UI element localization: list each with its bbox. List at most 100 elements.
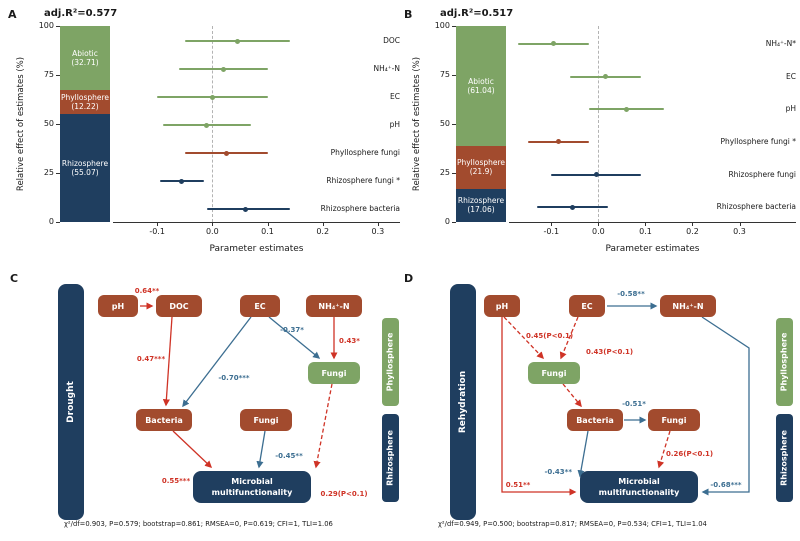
y-tick-label: 0 bbox=[444, 217, 450, 226]
x-tick-label: 0.3 bbox=[733, 227, 746, 236]
edge-ec-bacteria bbox=[182, 316, 252, 408]
edge-nh4-multifunctionality bbox=[701, 316, 750, 496]
condition-label: Rehydration bbox=[458, 371, 468, 433]
y-tick-mark bbox=[56, 124, 60, 125]
estimate-point bbox=[602, 74, 608, 80]
row-label: DOC bbox=[383, 36, 400, 46]
condition-label: Drought bbox=[66, 380, 76, 422]
rhizosphere-tab-label: Rhizosphere bbox=[780, 430, 789, 486]
estimate-point bbox=[555, 139, 561, 145]
x-tick-mark bbox=[212, 223, 214, 226]
node-ec-label: EC bbox=[581, 302, 592, 311]
y-tick-label: 25 bbox=[439, 168, 450, 177]
path-coefficient: -0.45** bbox=[275, 452, 303, 460]
estimate-point bbox=[234, 38, 240, 44]
rhizosphere-tab-label: Rhizosphere bbox=[386, 430, 395, 486]
phyllosphere-tab-label: Phyllosphere bbox=[780, 332, 789, 391]
estimate-point bbox=[223, 150, 229, 156]
y-tick-label: 75 bbox=[439, 70, 450, 79]
node-fungi-rhizosphere bbox=[648, 409, 700, 431]
path-coefficient: 0.45(P<0.1) bbox=[526, 332, 573, 340]
node-ec-label: EC bbox=[254, 302, 265, 311]
row-label: Rhizosphere fungi bbox=[728, 169, 796, 179]
y-tick-mark bbox=[452, 26, 456, 27]
bar-segment-value: (61.04) bbox=[467, 85, 495, 95]
bar-segment-name: Rhizosphere bbox=[61, 159, 109, 168]
path-coefficient: 0.47*** bbox=[137, 355, 166, 363]
node-nh4 bbox=[306, 295, 362, 317]
panel-b: B adj.R²=0.517 Relative effect of estima… bbox=[404, 6, 796, 264]
estimate-point bbox=[624, 106, 630, 112]
y-tick-label: 100 bbox=[38, 21, 54, 30]
phyllosphere-tab-label: Phyllosphere bbox=[386, 332, 395, 391]
edge-ec-fungi-phyllosphere bbox=[268, 316, 321, 359]
node-doc-label: DOC bbox=[169, 302, 188, 311]
x-tick-mark bbox=[377, 223, 379, 226]
row-label: NH₄⁺-N* bbox=[765, 38, 796, 48]
y-tick-label: 100 bbox=[434, 21, 450, 30]
node-fungi-rhizosphere-label: Fungi bbox=[254, 416, 279, 425]
row-label: Phyllosphere fungi * bbox=[720, 136, 796, 146]
y-axis: 100 75 50 25 0 bbox=[404, 6, 464, 264]
bar-segment-value: (17.06) bbox=[467, 205, 495, 215]
x-tick-label: -0.1 bbox=[543, 227, 560, 236]
edge-ph-fungi-phyllosphere bbox=[503, 316, 544, 360]
bar-segment-name: Phyllosphere bbox=[456, 158, 506, 168]
row-label: Rhizosphere bacteria bbox=[716, 202, 796, 212]
edge-fungi-phyllosphere-multifunctionality bbox=[313, 383, 333, 469]
panel-c: C Drought pH DOC EC NH₄⁺-N Fungi Bacteri… bbox=[8, 268, 402, 538]
estimate-point bbox=[220, 66, 226, 72]
node-ec bbox=[569, 295, 605, 317]
x-tick-mark bbox=[157, 223, 159, 226]
stacked-bar: Abiotic(61.04)Phyllosphere(21.9)Rhizosph… bbox=[456, 26, 506, 222]
x-tick-mark bbox=[645, 223, 647, 226]
estimate-point bbox=[570, 204, 576, 210]
estimate-point bbox=[593, 172, 599, 178]
row-label: NH₄⁺-N bbox=[373, 64, 400, 74]
edge-ph-multifunctionality bbox=[501, 317, 577, 496]
x-tick-label: 0.3 bbox=[371, 227, 385, 236]
node-bacteria bbox=[136, 409, 192, 431]
path-coefficient: -0.51* bbox=[622, 400, 646, 408]
bar-segment-name: Abiotic bbox=[468, 76, 494, 86]
node-fungi-phyllosphere-label: Fungi bbox=[542, 369, 567, 378]
bar-segment-phyllosphere: Phyllosphere(21.9) bbox=[456, 145, 506, 189]
path-coefficient: -0.58** bbox=[617, 290, 645, 298]
y-tick-mark bbox=[56, 75, 60, 76]
edge-fungi-phyllosphere-bacteria bbox=[562, 383, 582, 408]
node-ph bbox=[98, 295, 138, 317]
node-bacteria bbox=[567, 409, 623, 431]
bar-segment-rhizosphere: Rhizosphere(17.06) bbox=[456, 188, 506, 222]
x-axis-label: Parameter estimates bbox=[605, 244, 700, 254]
edge-doc-bacteria bbox=[162, 316, 173, 407]
panel-a: A adj.R²=0.577 Relative effect of estima… bbox=[8, 6, 400, 264]
path-coefficient: 0.64** bbox=[135, 287, 160, 295]
x-tick-label: 0.0 bbox=[205, 227, 219, 236]
panel-label: D bbox=[404, 272, 413, 285]
estimate-point bbox=[179, 178, 185, 184]
panel-label: C bbox=[10, 272, 18, 285]
bar-segment-value: (12.22) bbox=[71, 102, 99, 112]
edge-fungi-rhizosphere-multifunctionality bbox=[256, 430, 266, 469]
node-ph-label: pH bbox=[496, 302, 508, 311]
y-tick-mark bbox=[56, 222, 60, 223]
x-tick-mark bbox=[692, 223, 694, 226]
row-label: EC bbox=[390, 92, 400, 102]
bar-segment-value: (21.9) bbox=[469, 167, 493, 177]
bar-segment-phyllosphere: Phyllosphere(12.22) bbox=[60, 90, 110, 115]
y-tick-label: 50 bbox=[439, 119, 450, 128]
x-tick-mark bbox=[739, 223, 741, 226]
node-nh4-label: NH₄⁺-N bbox=[318, 302, 349, 311]
estimate-point bbox=[242, 206, 248, 212]
zero-reference-line bbox=[598, 26, 600, 222]
rhizosphere-tab bbox=[776, 414, 793, 502]
estimate-point bbox=[204, 122, 210, 128]
stacked-bar: Abiotic(32.71)Phyllosphere(12.22)Rhizosp… bbox=[60, 26, 110, 222]
bar-segment-rhizosphere: Rhizosphere(55.07) bbox=[60, 114, 110, 222]
row-label: Phyllosphere fungi bbox=[330, 148, 400, 158]
x-tick-label: 0.0 bbox=[592, 227, 605, 236]
